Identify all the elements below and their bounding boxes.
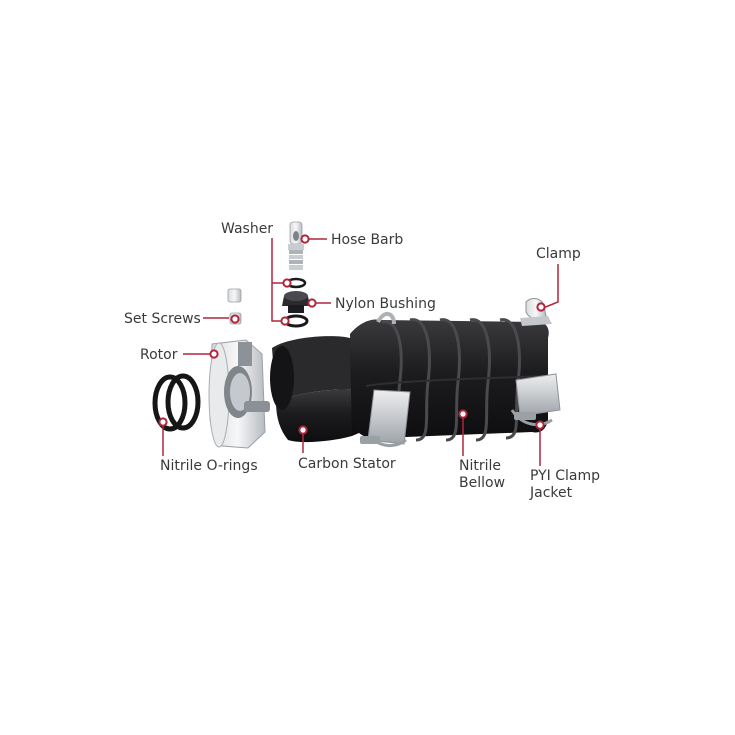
label-hose-barb: Hose Barb (331, 232, 404, 248)
marker-rotor (209, 349, 219, 359)
marker-pyi-clamp-jacket (535, 420, 545, 430)
marker-hose-barb (300, 234, 310, 244)
label-nitrile-bellow: Nitrile Bellow (459, 458, 506, 491)
leader-markers (158, 234, 546, 435)
marker-set-screws (230, 314, 240, 324)
nylon-bushing-part (282, 291, 310, 313)
label-rotor: Rotor (140, 347, 178, 363)
nitrile-orings-part (152, 373, 201, 432)
label-clamp: Clamp (536, 246, 581, 262)
marker-nitrile-bellow (458, 409, 468, 419)
rotor-part (208, 339, 270, 449)
label-nitrile-orings: Nitrile O-rings (160, 458, 258, 474)
marker-carbon-stator (298, 425, 308, 435)
hose-barb-part (288, 221, 304, 270)
leader-clamp (542, 264, 559, 309)
carbon-stator-part (270, 336, 366, 443)
marker-washer-bottom (280, 316, 290, 326)
label-carbon-stator: Carbon Stator (298, 456, 396, 472)
label-washer: Washer (221, 221, 274, 237)
marker-nylon-bushing (307, 298, 317, 308)
leader-washer (271, 238, 286, 322)
pyi-clamp-jacket-part (510, 373, 561, 427)
marker-nitrile-orings (158, 417, 168, 427)
marker-washer-top (282, 278, 292, 288)
marker-clamp (536, 302, 546, 312)
label-nylon-bushing: Nylon Bushing (335, 296, 436, 312)
label-set-screws: Set Screws (124, 311, 201, 327)
label-pyi-clamp-jacket: PYI Clamp Jacket (530, 468, 601, 501)
